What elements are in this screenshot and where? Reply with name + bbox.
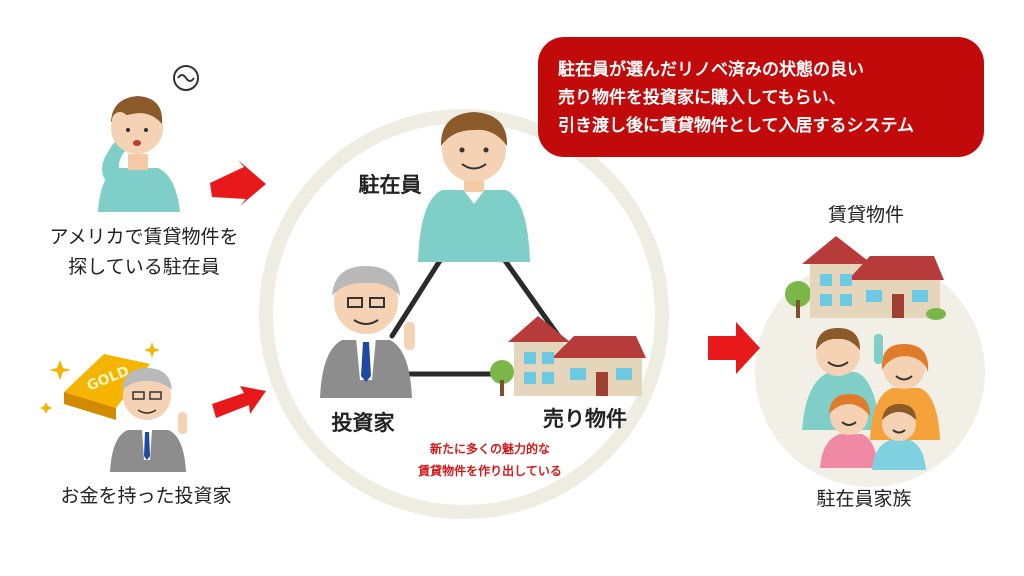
investor-label: 投資家 bbox=[331, 411, 395, 435]
arrow-icon bbox=[210, 160, 266, 206]
small-investor-icon bbox=[110, 368, 187, 472]
arrow-icon bbox=[708, 322, 760, 374]
searching-expat-label-line: アメリカで賃貸物件を bbox=[49, 226, 239, 248]
relationship-triangle bbox=[389, 245, 563, 377]
arrow-icon bbox=[212, 386, 266, 418]
wealthy-investor-label: お金を持った投資家 bbox=[60, 485, 232, 507]
searching-expat-label: アメリカで賃貸物件を 探している駐在員 bbox=[36, 222, 252, 282]
expat-label: 駐在員 bbox=[358, 173, 422, 197]
note-line: 賃貸物件を作り出している bbox=[418, 464, 562, 478]
investor-icon bbox=[320, 266, 415, 398]
callout-line: 売り物件を投資家に購入してもらい、 bbox=[558, 88, 846, 108]
rental-house-icon bbox=[785, 236, 946, 320]
worried-expat-icon bbox=[98, 65, 199, 212]
expat-family-label: 駐在員家族 bbox=[816, 488, 912, 510]
house-for-sale-icon bbox=[490, 316, 646, 396]
system-description-callout: 駐在員が選んだリノベ済みの状態の良い 売り物件を投資家に購入してもらい、 引き渡… bbox=[538, 37, 984, 157]
note-line: 新たに多くの魅力的な bbox=[429, 442, 550, 456]
callout-line: 駐在員が選んだリノベ済みの状態の良い bbox=[558, 60, 864, 80]
rental-property-label: 賃貸物件 bbox=[827, 204, 904, 226]
gold-bar-icon: GOLD bbox=[40, 342, 160, 420]
searching-expat-label-line: 探している駐在員 bbox=[68, 256, 220, 278]
family-icon bbox=[802, 328, 940, 470]
expat-icon bbox=[418, 112, 530, 262]
new-rentals-note: 新たに多くの魅力的な 賃貸物件を作り出している bbox=[380, 438, 600, 482]
callout-line: 引き渡し後に賃貸物件として入居するシステム bbox=[558, 116, 914, 136]
property-for-sale-label: 売り物件 bbox=[543, 407, 627, 431]
